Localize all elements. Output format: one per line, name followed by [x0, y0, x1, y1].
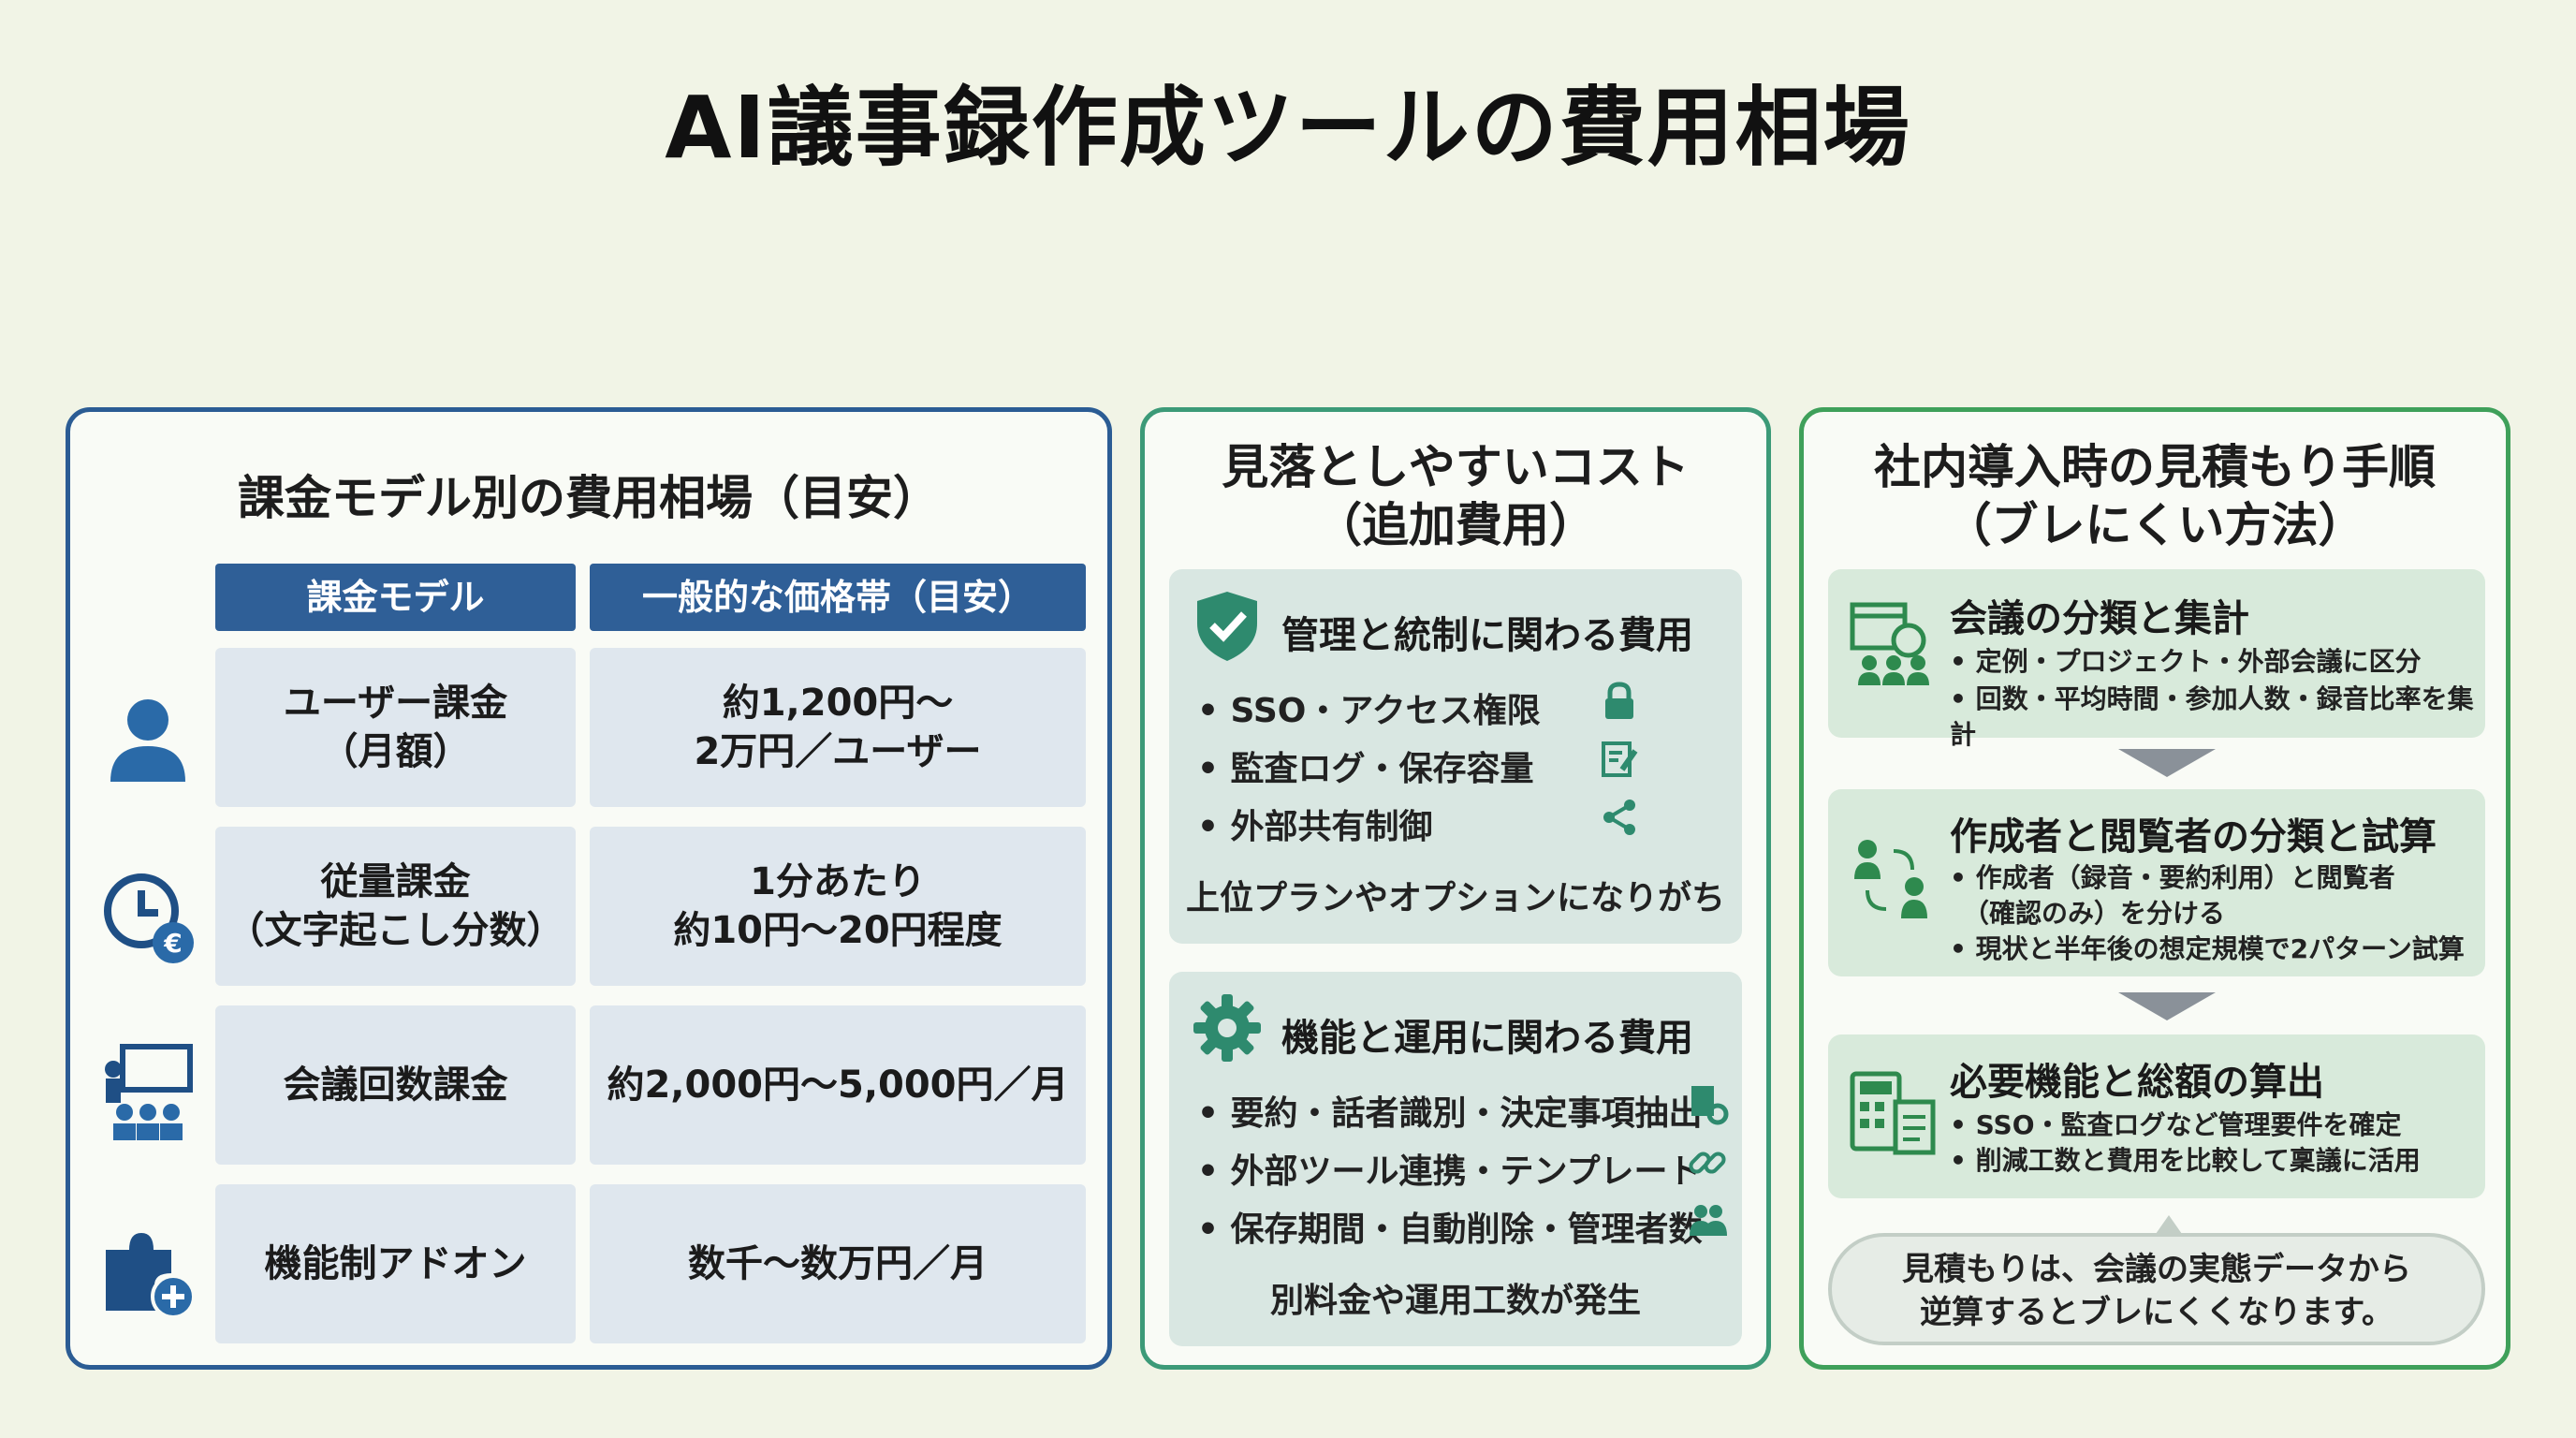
step-line: • 作成者（録音・要約利用）と閲覧者 — [1950, 862, 2395, 893]
gear-icon — [1193, 994, 1261, 1062]
step-line: （確認のみ）を分ける — [1950, 898, 2226, 929]
step-line: • 削減工数と費用を比較して稟議に活用 — [1950, 1145, 2421, 1176]
bullet-item: • 外部ツール連携・テンプレート — [1197, 1152, 1702, 1191]
feature-cost-card: 機能と運用に関わる費用 • 要約・話者識別・決定事項抽出 • 外部ツール連携・テ… — [1169, 972, 1742, 1346]
price-cell: 約1,200円〜 2万円／ユーザー — [590, 648, 1086, 807]
step-line: • SSO・監査ログなど管理要件を確定 — [1950, 1109, 2402, 1140]
model-cell: 従量課金 （文字起こし分数） — [215, 827, 576, 986]
users-swap-icon — [1854, 840, 1927, 918]
pricing-panel-title: 課金モデル別の費用相場（目安） — [238, 471, 940, 525]
estimation-title: 社内導入時の見積もり手順 （ブレにくい方法） — [1804, 438, 2506, 554]
user-icon — [110, 699, 185, 782]
calendar-group-icon — [1850, 602, 1929, 685]
edit-document-icon — [1602, 741, 1638, 777]
document-gear-icon — [1691, 1086, 1729, 1125]
model-cell: 会議回数課金 — [215, 1005, 576, 1165]
bullet-item: • 外部共有制御 — [1197, 808, 1433, 846]
governance-card-foot: 上位プランやオプションになりがち — [1185, 879, 1725, 917]
step-head: 作成者と閲覧者の分類と試算 — [1950, 815, 2437, 858]
feature-card-head: 機能と運用に関わる費用 — [1281, 1017, 1693, 1060]
clock-euro-icon: € — [104, 873, 194, 963]
share-icon — [1603, 800, 1635, 835]
step-line: • 定例・プロジェクト・外部会議に区分 — [1950, 646, 2422, 677]
hidden-costs-subtitle: （追加費用） — [1315, 498, 1596, 552]
bullet-item: • 要約・話者識別・決定事項抽出 — [1197, 1094, 1703, 1133]
svg-text:€: € — [163, 928, 182, 959]
step-head: 必要機能と総額の算出 — [1950, 1061, 2324, 1104]
puzzle-plus-icon — [106, 1233, 196, 1319]
model-cell: 機能制アドオン — [215, 1184, 576, 1343]
model-cell: ユーザー課金 （月額） — [215, 648, 576, 807]
price-cell: 約2,000円〜5,000円／月 — [590, 1005, 1086, 1165]
step-card: 会議の分類と集計 • 定例・プロジェクト・外部会議に区分 • 回数・平均時間・参… — [1828, 569, 2485, 750]
header-price: 一般的な価格帯（目安） — [590, 564, 1086, 631]
step-card: 作成者と閲覧者の分類と試算 • 作成者（録音・要約利用）と閲覧者 （確認のみ）を… — [1828, 789, 2485, 976]
bullet-item: • 保存期間・自動削除・管理者数 — [1197, 1211, 1703, 1249]
step-arrow — [2118, 749, 2216, 777]
link-icon — [1689, 1152, 1726, 1174]
users-icon — [1690, 1205, 1727, 1236]
step-head: 会議の分類と集計 — [1950, 597, 2249, 640]
price-cell: 1分あたり 約10円〜20円程度 — [590, 827, 1086, 986]
bullet-item: • SSO・アクセス権限 — [1197, 692, 1541, 730]
note-pointer — [2156, 1215, 2182, 1234]
price-cell: 数千〜数万円／月 — [590, 1184, 1086, 1343]
step-card: 必要機能と総額の算出 • SSO・監査ログなど管理要件を確定 • 削減工数と費用… — [1828, 1034, 2485, 1198]
shield-check-icon — [1197, 592, 1257, 661]
step-arrow — [2118, 992, 2216, 1020]
governance-card-head: 管理と統制に関わる費用 — [1281, 614, 1693, 657]
pricing-model-panel: 課金モデル別の費用相場（目安） 課金モデル 一般的な価格帯（目安） ユーザー課金… — [66, 407, 1112, 1370]
estimation-subtitle: （ブレにくい方法） — [1944, 498, 2365, 552]
meeting-presentation-icon — [105, 1044, 193, 1140]
estimation-title-main: 社内導入時の見積もり手順 — [1874, 440, 2436, 494]
governance-cost-card: 管理と統制に関わる費用 • SSO・アクセス権限 • 監査ログ・保存容量 • 外… — [1169, 569, 1742, 944]
feature-card-foot: 別料金や運用工数が発生 — [1269, 1282, 1641, 1320]
estimation-steps-panel: 社内導入時の見積もり手順 （ブレにくい方法） 会議の分類と集計 • 定例・プロジ… — [1799, 407, 2510, 1370]
hidden-costs-panel: 見落としやすいコスト （追加費用） 管理と統制に関わる費用 • SSO・アクセス… — [1140, 407, 1771, 1370]
hidden-costs-title: 見落としやすいコスト （追加費用） — [1145, 438, 1766, 554]
page-title: AI議事録作成ツールの費用相場 — [665, 78, 1911, 178]
step-line: • 回数・平均時間・参加人数・録音比率を集計 — [1950, 683, 2474, 750]
step-line: • 現状と半年後の想定規模で2パターン試算 — [1950, 933, 2465, 964]
estimation-note: 見積もりは、会議の実態データから 逆算するとブレにくくなります。 — [1828, 1233, 2485, 1345]
header-model: 課金モデル — [215, 564, 576, 631]
hidden-costs-title-main: 見落としやすいコスト — [1222, 440, 1690, 494]
bullet-item: • 監査ログ・保存容量 — [1197, 750, 1534, 788]
calculator-document-icon — [1850, 1071, 1936, 1155]
lock-icon — [1605, 682, 1633, 719]
